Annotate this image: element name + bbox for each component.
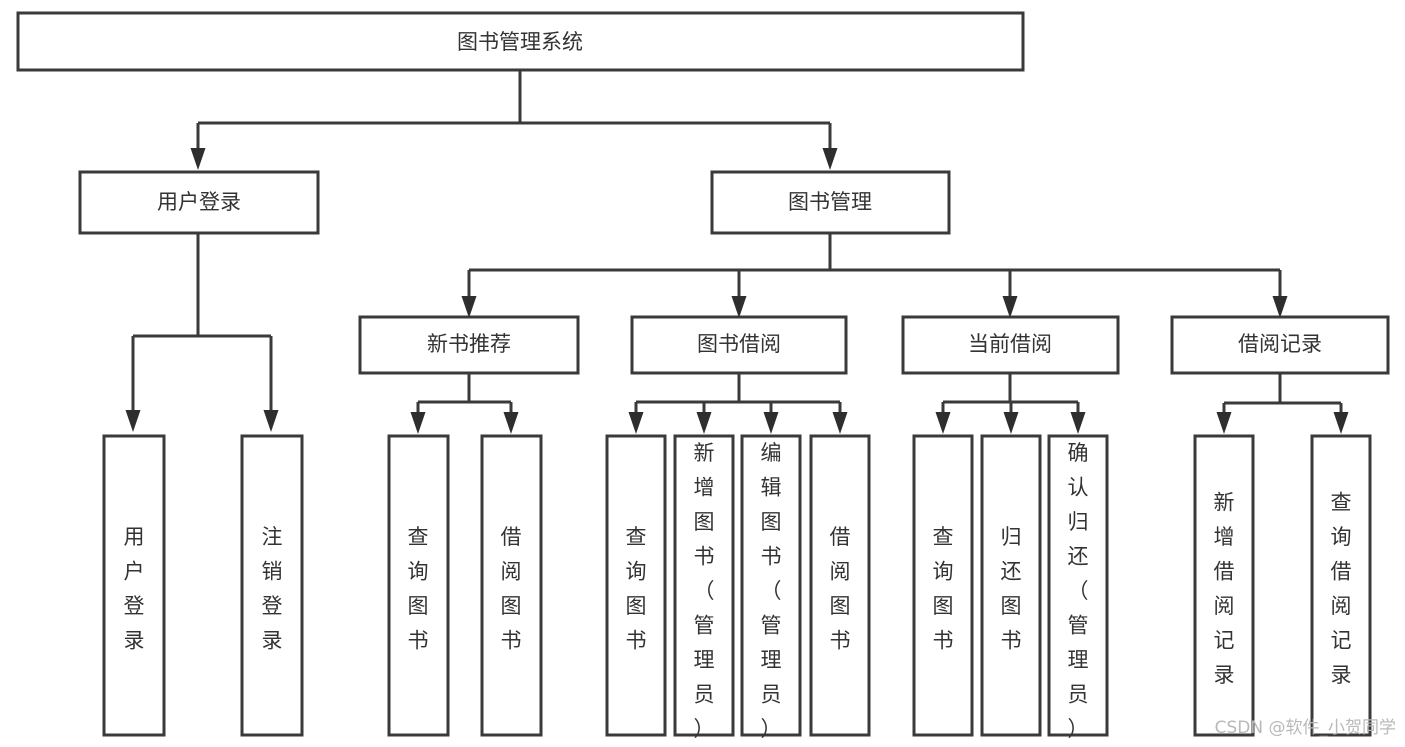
node-book-borrow-label: 图书借阅 bbox=[697, 332, 781, 356]
node-book-borrow[interactable]: 图书借阅 bbox=[630, 315, 848, 375]
node-leaf-confirm-return-label: 确认归还（管理员） bbox=[1068, 441, 1089, 741]
arrowhead-leaf-add-book bbox=[696, 412, 712, 434]
node-leaf-confirm-return-box[interactable] bbox=[1047, 434, 1109, 737]
node-leaf-edit-book[interactable]: 编辑图书（管理员） bbox=[740, 434, 802, 741]
node-leaf-add-record-label: 新增借阅记录 bbox=[1214, 490, 1235, 686]
node-leaf-borrow-book-1-box[interactable] bbox=[480, 434, 543, 737]
csdn-watermark: CSDN @软件_小贺同学 bbox=[1215, 718, 1396, 738]
node-user-login[interactable]: 用户登录 bbox=[78, 170, 320, 235]
arrowhead-leaf-query-book-3 bbox=[935, 412, 951, 434]
node-leaf-query-book-2[interactable]: 查询图书 bbox=[605, 434, 667, 737]
arrowhead-leaf-borrow-book-1 bbox=[503, 412, 519, 434]
node-leaf-query-book-1-label: 查询图书 bbox=[408, 525, 429, 653]
node-current-borrow-label: 当前借阅 bbox=[968, 332, 1052, 356]
node-leaf-query-book-2-box[interactable] bbox=[605, 434, 667, 737]
node-leaf-add-book[interactable]: 新增图书（管理员） bbox=[673, 434, 735, 741]
node-book-manage-box[interactable] bbox=[710, 170, 951, 235]
node-root-box[interactable] bbox=[16, 11, 1025, 72]
connector-layer bbox=[125, 70, 1349, 434]
node-leaf-query-book-2-label: 查询图书 bbox=[626, 525, 647, 653]
node-new-book-recommend[interactable]: 新书推荐 bbox=[358, 315, 580, 375]
node-user-login-box[interactable] bbox=[78, 170, 320, 235]
arrowhead-leaf-user-login bbox=[125, 410, 141, 432]
node-borrow-record[interactable]: 借阅记录 bbox=[1170, 315, 1390, 375]
node-new-book-recommend-label: 新书推荐 bbox=[427, 332, 511, 356]
arrowhead-leaf-user-logout bbox=[263, 410, 279, 432]
arrowhead-new-book-recommend bbox=[461, 296, 477, 318]
arrowhead-leaf-edit-book bbox=[763, 412, 779, 434]
arrowhead-leaf-return-book bbox=[1003, 412, 1019, 434]
arrowhead-leaf-query-book-2 bbox=[628, 412, 644, 434]
node-leaf-query-book-3-label: 查询图书 bbox=[933, 525, 954, 653]
node-leaf-query-book-3-box[interactable] bbox=[912, 434, 974, 737]
node-leaf-borrow-book-2-box[interactable] bbox=[809, 434, 871, 737]
node-leaf-query-record-box[interactable] bbox=[1310, 434, 1372, 737]
arrowhead-leaf-borrow-book-2 bbox=[832, 412, 848, 434]
node-leaf-user-logout[interactable]: 注销登录 bbox=[240, 434, 304, 737]
node-root-label: 图书管理系统 bbox=[457, 30, 583, 54]
node-user-login-label: 用户登录 bbox=[157, 190, 241, 214]
node-leaf-return-book-label: 归还图书 bbox=[1001, 525, 1022, 653]
node-leaf-query-book-1-box[interactable] bbox=[387, 434, 450, 737]
node-leaf-query-record-label: 查询借阅记录 bbox=[1331, 490, 1352, 686]
node-leaf-query-record[interactable]: 查询借阅记录 bbox=[1310, 434, 1372, 737]
node-leaf-user-logout-box[interactable] bbox=[240, 434, 304, 737]
node-leaf-borrow-book-2-label: 借阅图书 bbox=[830, 525, 851, 653]
node-leaf-borrow-book-2[interactable]: 借阅图书 bbox=[809, 434, 871, 737]
node-current-borrow-box[interactable] bbox=[901, 315, 1120, 375]
node-leaf-edit-book-box[interactable] bbox=[740, 434, 802, 737]
node-leaf-add-book-label: 新增图书（管理员） bbox=[694, 441, 715, 741]
node-leaf-query-book-1[interactable]: 查询图书 bbox=[387, 434, 450, 737]
arrowhead-leaf-confirm-return bbox=[1070, 412, 1086, 434]
node-leaf-confirm-return[interactable]: 确认归还（管理员） bbox=[1047, 434, 1109, 741]
arrowhead-leaf-query-record bbox=[1333, 412, 1349, 434]
node-book-manage[interactable]: 图书管理 bbox=[710, 170, 951, 235]
node-borrow-record-label: 借阅记录 bbox=[1238, 332, 1322, 356]
node-leaf-borrow-book-1-label: 借阅图书 bbox=[501, 525, 522, 653]
node-leaf-user-login-label: 用户登录 bbox=[124, 525, 145, 653]
node-leaf-return-book[interactable]: 归还图书 bbox=[980, 434, 1042, 737]
arrowhead-book-borrow bbox=[731, 296, 747, 318]
node-root[interactable]: 图书管理系统 bbox=[16, 11, 1025, 72]
node-leaf-add-record[interactable]: 新增借阅记录 bbox=[1193, 434, 1255, 737]
arrowhead-book-manage bbox=[822, 148, 838, 170]
node-leaf-add-record-box[interactable] bbox=[1193, 434, 1255, 737]
node-book-manage-label: 图书管理 bbox=[788, 190, 872, 214]
node-borrow-record-box[interactable] bbox=[1170, 315, 1390, 375]
node-leaf-borrow-book-1[interactable]: 借阅图书 bbox=[480, 434, 543, 737]
node-leaf-edit-book-label: 编辑图书（管理员） bbox=[761, 441, 782, 741]
node-leaf-user-logout-label: 注销登录 bbox=[262, 525, 283, 653]
arrowhead-user-login bbox=[190, 148, 206, 170]
node-current-borrow[interactable]: 当前借阅 bbox=[901, 315, 1120, 375]
node-new-book-recommend-box[interactable] bbox=[358, 315, 580, 375]
node-book-borrow-box[interactable] bbox=[630, 315, 848, 375]
node-leaf-query-book-3[interactable]: 查询图书 bbox=[912, 434, 974, 737]
arrowhead-leaf-query-book-1 bbox=[410, 412, 426, 434]
arrowhead-leaf-add-record bbox=[1216, 412, 1232, 434]
arrowhead-current-borrow bbox=[1002, 296, 1018, 318]
node-leaf-return-book-box[interactable] bbox=[980, 434, 1042, 737]
node-leaf-add-book-box[interactable] bbox=[673, 434, 735, 737]
node-leaf-user-login-box[interactable] bbox=[102, 434, 166, 737]
node-leaf-user-login[interactable]: 用户登录 bbox=[102, 434, 166, 737]
arrowhead-borrow-record bbox=[1272, 296, 1288, 318]
